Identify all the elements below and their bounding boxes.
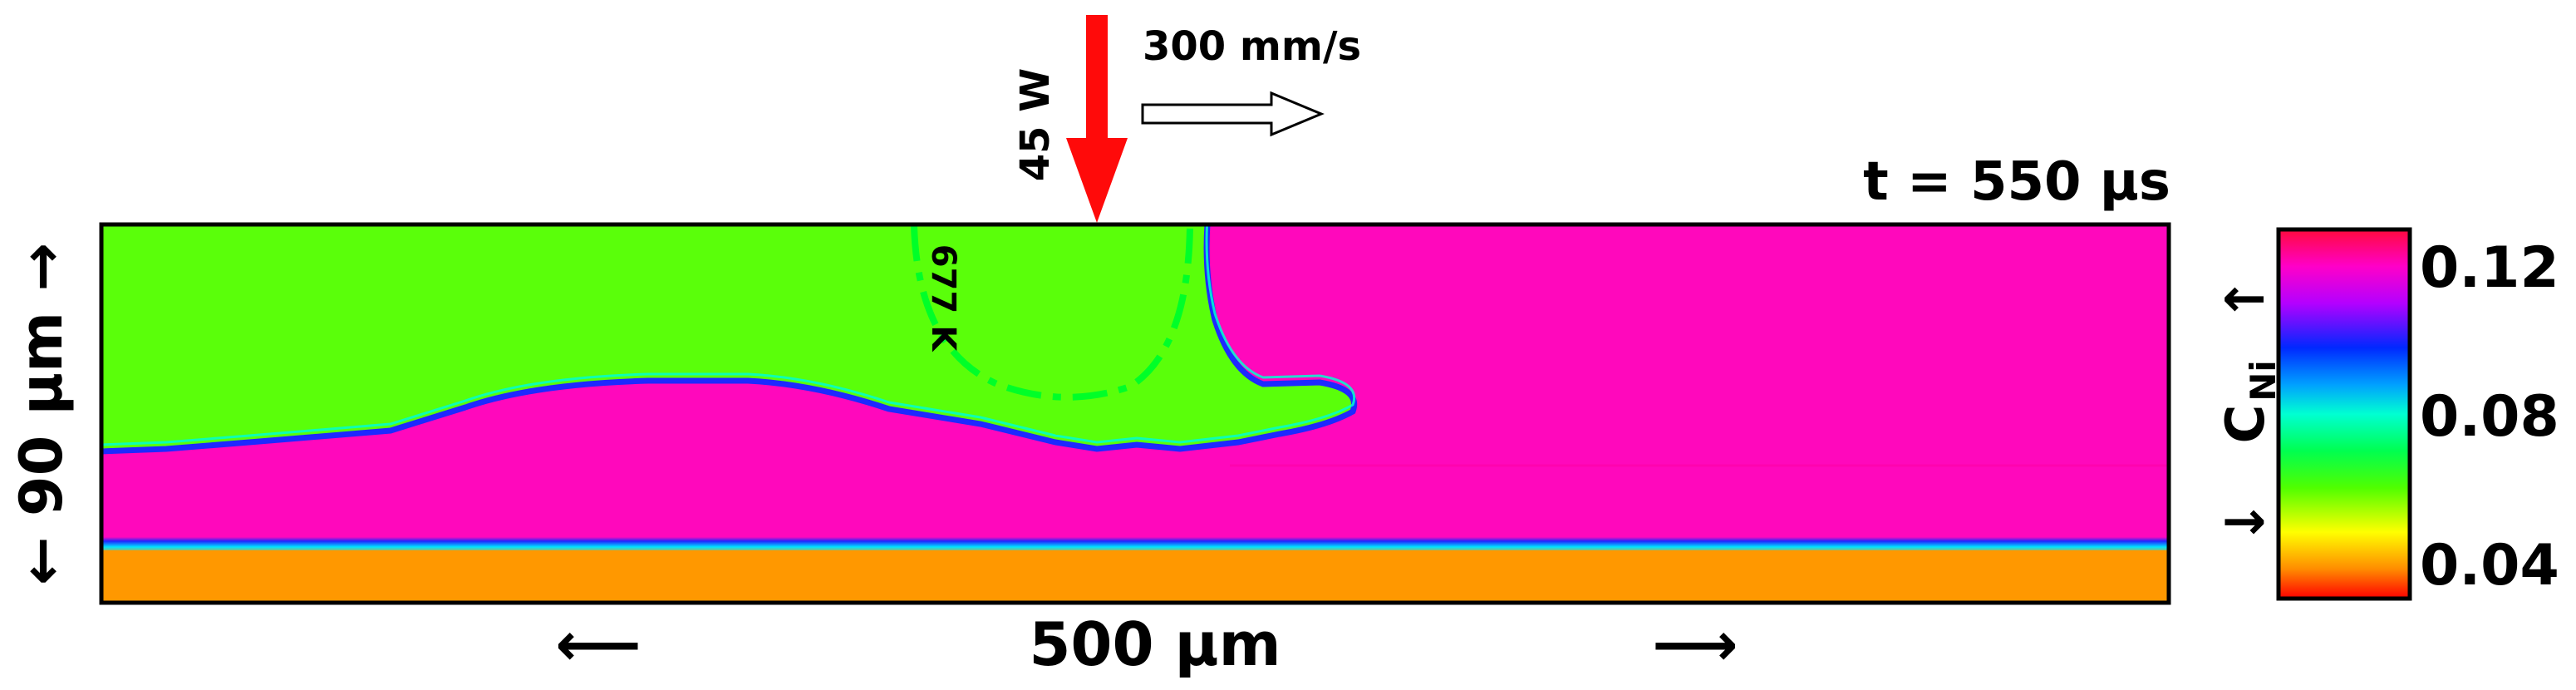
colorbar-variable-label: ↓ C Ni ↑: [2215, 277, 2283, 545]
laser-power-label: 45 W: [1012, 68, 1059, 181]
colorbar-tick-1: 0.08: [2420, 384, 2559, 450]
height-dimension-label: ← 90 µm →: [7, 243, 76, 585]
phase-interface-glow: [101, 224, 1355, 446]
scan-speed-label: 300 mm/s: [1143, 23, 1361, 70]
laser-arrow: [1066, 15, 1128, 223]
concentration-field: [101, 224, 2169, 603]
time-label: t = 550 µs: [1863, 151, 2170, 213]
scan-direction-arrow: [1141, 91, 1325, 137]
isotherm-label: 677 K: [924, 244, 962, 352]
laser-arrow-shaft: [1086, 15, 1108, 141]
laser-arrow-head: [1066, 138, 1128, 223]
phase-interface: [101, 224, 1357, 455]
colorbar-tick-2: 0.04: [2420, 533, 2559, 599]
colorbar-tick-0: 0.12: [2420, 235, 2559, 301]
width-arrow-right: ⟶: [1652, 609, 1738, 679]
isotherm-contour: [911, 225, 1193, 401]
substrate-interface: [101, 537, 2169, 554]
domain-frame: [99, 222, 2171, 605]
colorbar-variable: C: [2215, 405, 2277, 444]
colorbar-arrow-up: ↑: [2215, 277, 2277, 322]
width-arrow-left: ⟵: [555, 609, 641, 679]
colorbar-arrow-down: ↓: [2215, 500, 2277, 545]
width-dimension-label: 500 µm: [1029, 609, 1281, 679]
colorbar: [2276, 227, 2412, 601]
substrate-region: [101, 550, 2169, 603]
